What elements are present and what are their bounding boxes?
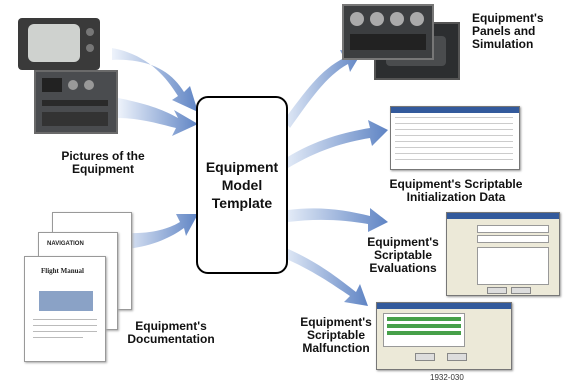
aircraft-image (39, 291, 93, 311)
document-page-front: Flight Manual (24, 256, 106, 362)
arrow-template-to-evaluations (288, 208, 388, 232)
panel-screenshot-front (342, 4, 434, 60)
arrow-documentation-to-template (116, 214, 198, 250)
template-line-1: Equipment (205, 159, 279, 175)
template-line-3: Template (211, 195, 273, 211)
figure-code: 1932-030 (430, 373, 464, 382)
arrow-pictures-to-template (112, 48, 198, 112)
arrow-pictures-lower-to-template (118, 98, 198, 136)
document-title-text: Flight Manual (41, 267, 84, 275)
equipment-photo-panel (34, 70, 118, 134)
document-header-text: NAVIGATION (47, 241, 84, 247)
arrow-template-to-initialization (286, 120, 388, 168)
arrow-template-to-panels (284, 50, 362, 128)
equipment-model-template-box: Equipment Model Template (196, 96, 288, 274)
equipment-photo-monitor (18, 18, 100, 70)
arrow-template-to-malfunction (284, 248, 368, 306)
evaluations-window (446, 212, 560, 296)
malfunction-window (376, 302, 512, 370)
initialization-data-window (390, 106, 520, 170)
template-line-2: Model (221, 177, 263, 193)
